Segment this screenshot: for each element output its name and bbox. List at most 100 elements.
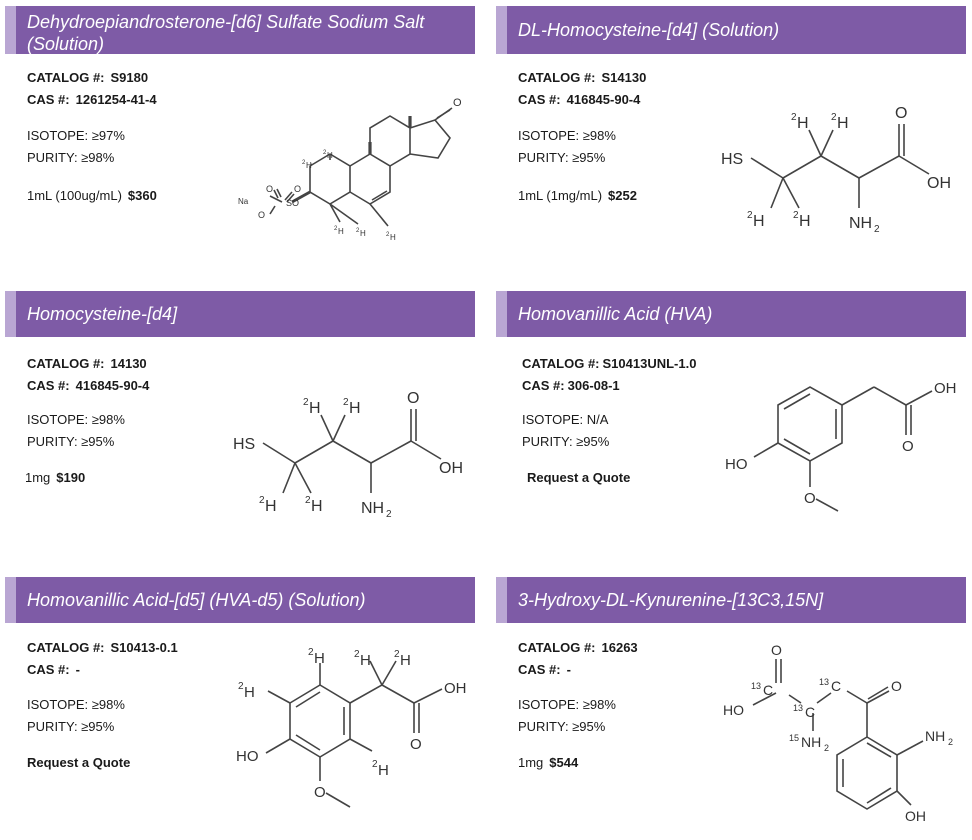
deuterium-label: H xyxy=(400,652,411,669)
isotope-text: ISOTOPE: N/A xyxy=(522,412,609,427)
c13-label: C xyxy=(763,682,773,698)
product-card: 3-Hydroxy-DL-Kynurenine-[13C3,15N] CATAL… xyxy=(496,577,966,837)
price-text: $190 xyxy=(56,470,86,485)
acid-carbonyl-o-label: O xyxy=(410,736,422,753)
acid-carbonyl-o-label: O xyxy=(902,438,914,455)
deuterium-label: H xyxy=(311,498,323,515)
deuterium-iso: 2 xyxy=(334,226,338,232)
cas-number: 306-08-1 xyxy=(567,378,620,393)
aryl-amine-label: NH xyxy=(925,728,945,744)
homovanillic-acid-d5-structure: 2 H 2 H 2 H 2 H 2 H OH O HO O xyxy=(236,647,467,808)
sulfate-o-label: O xyxy=(266,184,273,194)
catalog-number: S10413UNL-1.0 xyxy=(602,356,697,371)
deuterium-label: H xyxy=(799,213,811,230)
sulfur-label: S xyxy=(286,198,292,208)
ketone-o-label: O xyxy=(891,678,902,694)
deuterium-iso: 2 xyxy=(238,681,244,692)
product-card: DL-Homocysteine-[d4] (Solution) CATALOG … xyxy=(496,6,966,266)
deuterium-iso: 2 xyxy=(323,150,327,156)
n15-iso: 15 xyxy=(789,733,799,743)
cas-label: CAS #: xyxy=(27,378,70,393)
deuterium-iso: 2 xyxy=(394,649,400,660)
acid-hydroxyl-label: OH xyxy=(934,380,957,397)
deuterium-label: H xyxy=(360,652,371,669)
deuterium-label: H xyxy=(837,115,849,132)
price-text: $360 xyxy=(127,188,157,203)
sodium-label: Na xyxy=(238,197,249,206)
product-title: Dehydroepiandrosterone-[d6] Sulfate Sodi… xyxy=(5,6,475,54)
methoxy-o-label: O xyxy=(804,490,816,507)
deuterium-iso: 2 xyxy=(259,495,265,506)
catalog-number: S10413-0.1 xyxy=(110,640,178,655)
cas-number: 416845-90-4 xyxy=(75,378,150,393)
thiol-label: HS xyxy=(233,436,255,453)
hydroxykynurenine-structure: O 13 C HO 13 C 13 C O 15 NH 2 NH 2 OH xyxy=(723,642,953,824)
product-title: Homocysteine-[d4] xyxy=(5,291,475,337)
cas-number: - xyxy=(75,662,80,677)
deuterium-iso: 2 xyxy=(793,210,799,221)
price-text: $252 xyxy=(608,188,637,203)
homovanillic-acid-structure: OH O HO O xyxy=(725,380,957,512)
catalog-label: CATALOG #: xyxy=(27,640,105,655)
purity-text: PURITY: ≥98% xyxy=(27,150,115,165)
amine-label: NH xyxy=(849,215,872,232)
isotope-text: ISOTOPE: ≥98% xyxy=(518,128,616,143)
catalog-number: S14130 xyxy=(601,70,647,85)
amine-subscript: 2 xyxy=(386,509,392,520)
request-quote-link[interactable]: Request a Quote xyxy=(527,470,631,485)
deuterium-iso: 2 xyxy=(354,649,360,660)
deuterium-iso: 2 xyxy=(356,228,360,234)
cas-label: CAS #: xyxy=(522,378,565,393)
deuterium-label: H xyxy=(390,233,396,242)
c13-label: C xyxy=(805,704,815,720)
product-title: Homovanillic Acid-[d5] (HVA-d5) (Solutio… xyxy=(5,577,475,623)
amine-subscript: 2 xyxy=(948,737,953,747)
size-text: 1mL (1mg/mL) xyxy=(518,188,603,203)
catalog-number: S9180 xyxy=(110,70,149,85)
catalog-label: CATALOG #: xyxy=(518,70,596,85)
dhea-sulfate-structure: O S O O O O Na 2 H 2 H 2 H 2 H 2 H xyxy=(238,97,462,242)
cas-label: CAS #: xyxy=(27,662,70,677)
thiol-label: HS xyxy=(721,151,743,168)
ketone-o-label: O xyxy=(453,97,462,109)
deuterium-label: H xyxy=(309,400,321,417)
isotope-text: ISOTOPE: ≥98% xyxy=(27,697,125,712)
deuterium-label: H xyxy=(265,498,277,515)
sulfate-o-minus-label: O xyxy=(258,210,265,220)
deuterium-label: H xyxy=(360,229,366,238)
acid-hydroxyl-label: HO xyxy=(723,702,744,718)
deuterium-iso: 2 xyxy=(308,647,314,658)
request-quote-link[interactable]: Request a Quote xyxy=(27,755,131,770)
acid-hydroxyl-label: OH xyxy=(444,680,467,697)
deuterium-label: H xyxy=(244,684,255,701)
isotope-text: ISOTOPE: ≥98% xyxy=(518,697,616,712)
c13-iso: 13 xyxy=(819,677,829,687)
size-text: 1mg xyxy=(518,755,544,770)
product-card: Homovanillic Acid (HVA) CATALOG #:S10413… xyxy=(496,291,966,551)
catalog-label: CATALOG #: xyxy=(27,356,105,371)
product-card: Homovanillic Acid-[d5] (HVA-d5) (Solutio… xyxy=(5,577,475,837)
homocysteine-d4-structure: HS O OH NH 2 2 H 2 H 2 H 2 H xyxy=(721,105,951,235)
deuterium-label: H xyxy=(753,213,765,230)
deuterium-iso: 2 xyxy=(303,397,309,408)
product-title: 3-Hydroxy-DL-Kynurenine-[13C3,15N] xyxy=(496,577,966,623)
deuterium-iso: 2 xyxy=(372,759,378,770)
hydroxyl-label: OH xyxy=(439,460,463,477)
product-title: Homovanillic Acid (HVA) xyxy=(496,291,966,337)
deuterium-iso: 2 xyxy=(302,160,306,166)
purity-text: PURITY: ≥95% xyxy=(518,719,606,734)
phenol-label: OH xyxy=(905,808,926,824)
carbonyl-o-label: O xyxy=(407,390,419,407)
product-card: Dehydroepiandrosterone-[d6] Sulfate Sodi… xyxy=(5,6,475,266)
carbonyl-o-label: O xyxy=(771,642,782,658)
catalog-label: CATALOG #: xyxy=(27,70,105,85)
deuterium-label: H xyxy=(338,227,344,236)
deuterium-iso: 2 xyxy=(831,112,837,123)
catalog-number: 16263 xyxy=(601,640,638,655)
deuterium-label: H xyxy=(797,115,809,132)
cas-number: 1261254-41-4 xyxy=(75,92,157,107)
purity-text: PURITY: ≥95% xyxy=(27,719,115,734)
catalog-label: CATALOG #: xyxy=(518,640,596,655)
carbonyl-o-label: O xyxy=(895,105,907,122)
price-text: $544 xyxy=(549,755,579,770)
